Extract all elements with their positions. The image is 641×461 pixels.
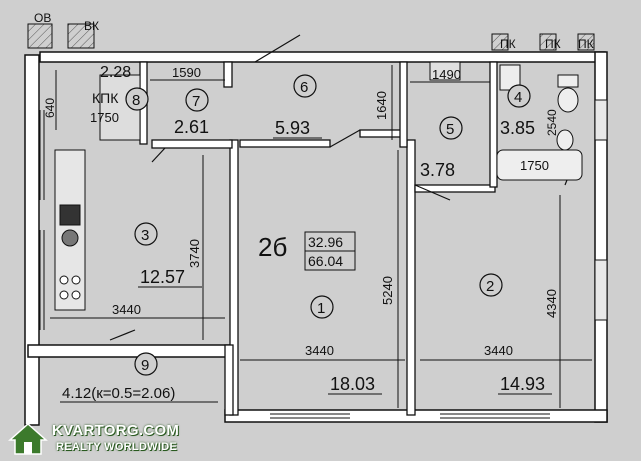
room-number-5: 5: [446, 121, 454, 138]
dimension-label: 2540: [545, 109, 559, 136]
section-label-vk: ВК: [84, 19, 99, 33]
room-area-3: 12.57: [140, 267, 185, 287]
dimension-label: 1490: [432, 67, 461, 82]
section-label-pk-1: ПК: [500, 37, 516, 51]
dimension-label: 1640: [374, 91, 389, 120]
shaft-hatching: [27, 23, 595, 51]
room-area-1: 18.03: [330, 374, 375, 394]
dimension-label: 4340: [544, 289, 559, 318]
total-area: 66.04: [308, 253, 343, 269]
bathroom-fixtures: [429, 61, 583, 181]
room-number-2: 2: [486, 278, 494, 295]
room-area-2: 14.93: [500, 374, 545, 394]
section-label-ov: ОВ: [34, 11, 51, 25]
room-number-7: 7: [192, 93, 200, 110]
room-area-9: 4.12(к=0.5=2.06): [62, 385, 175, 402]
room-markers: [125, 74, 531, 376]
section-label-pk-2: ПК: [545, 37, 561, 51]
watermark-tagline: REALTY WORLDWIDE: [56, 441, 178, 453]
dimension-label: 1590: [172, 65, 201, 80]
dimension-label: 5240: [380, 276, 395, 305]
room-area-4: 3.85: [500, 118, 535, 138]
dimension-label: 1750: [520, 158, 549, 173]
dimension-label: 3440: [112, 302, 141, 317]
room-area-6: 5.93: [275, 118, 310, 138]
apartment-type: 2б: [258, 232, 287, 262]
living-area: 32.96: [308, 234, 343, 250]
area-underlines: [60, 137, 552, 403]
walls: [24, 51, 608, 426]
room-number-9: 9: [141, 357, 149, 374]
section-label-pk-3: ПК: [578, 37, 594, 51]
dimension-label: 3440: [305, 343, 334, 358]
room-area-7: 2.61: [174, 117, 209, 137]
room-number-1: 1: [317, 300, 325, 317]
room-area-5: 3.78: [420, 160, 455, 180]
dimension-label: 640: [43, 98, 57, 118]
room-number-6: 6: [300, 79, 308, 96]
room-number-8: 8: [132, 92, 140, 109]
dimension-label: 3440: [484, 343, 513, 358]
house-icon: [8, 422, 48, 455]
room-number-3: 3: [141, 227, 149, 244]
watermark-brand: KVARTORG.COM: [52, 422, 180, 439]
room-number-4: 4: [514, 89, 522, 106]
dimension-label: 3740: [187, 239, 202, 268]
windows: [39, 99, 608, 419]
room-area-8: 2.28: [100, 64, 131, 81]
dimension-lines: [50, 65, 592, 408]
legend-label-kpk: КПК: [92, 90, 119, 106]
watermark-logo: KVARTORG.COM REALTY WORLDWIDE: [8, 420, 180, 460]
dimension-label: 1750: [90, 110, 119, 125]
